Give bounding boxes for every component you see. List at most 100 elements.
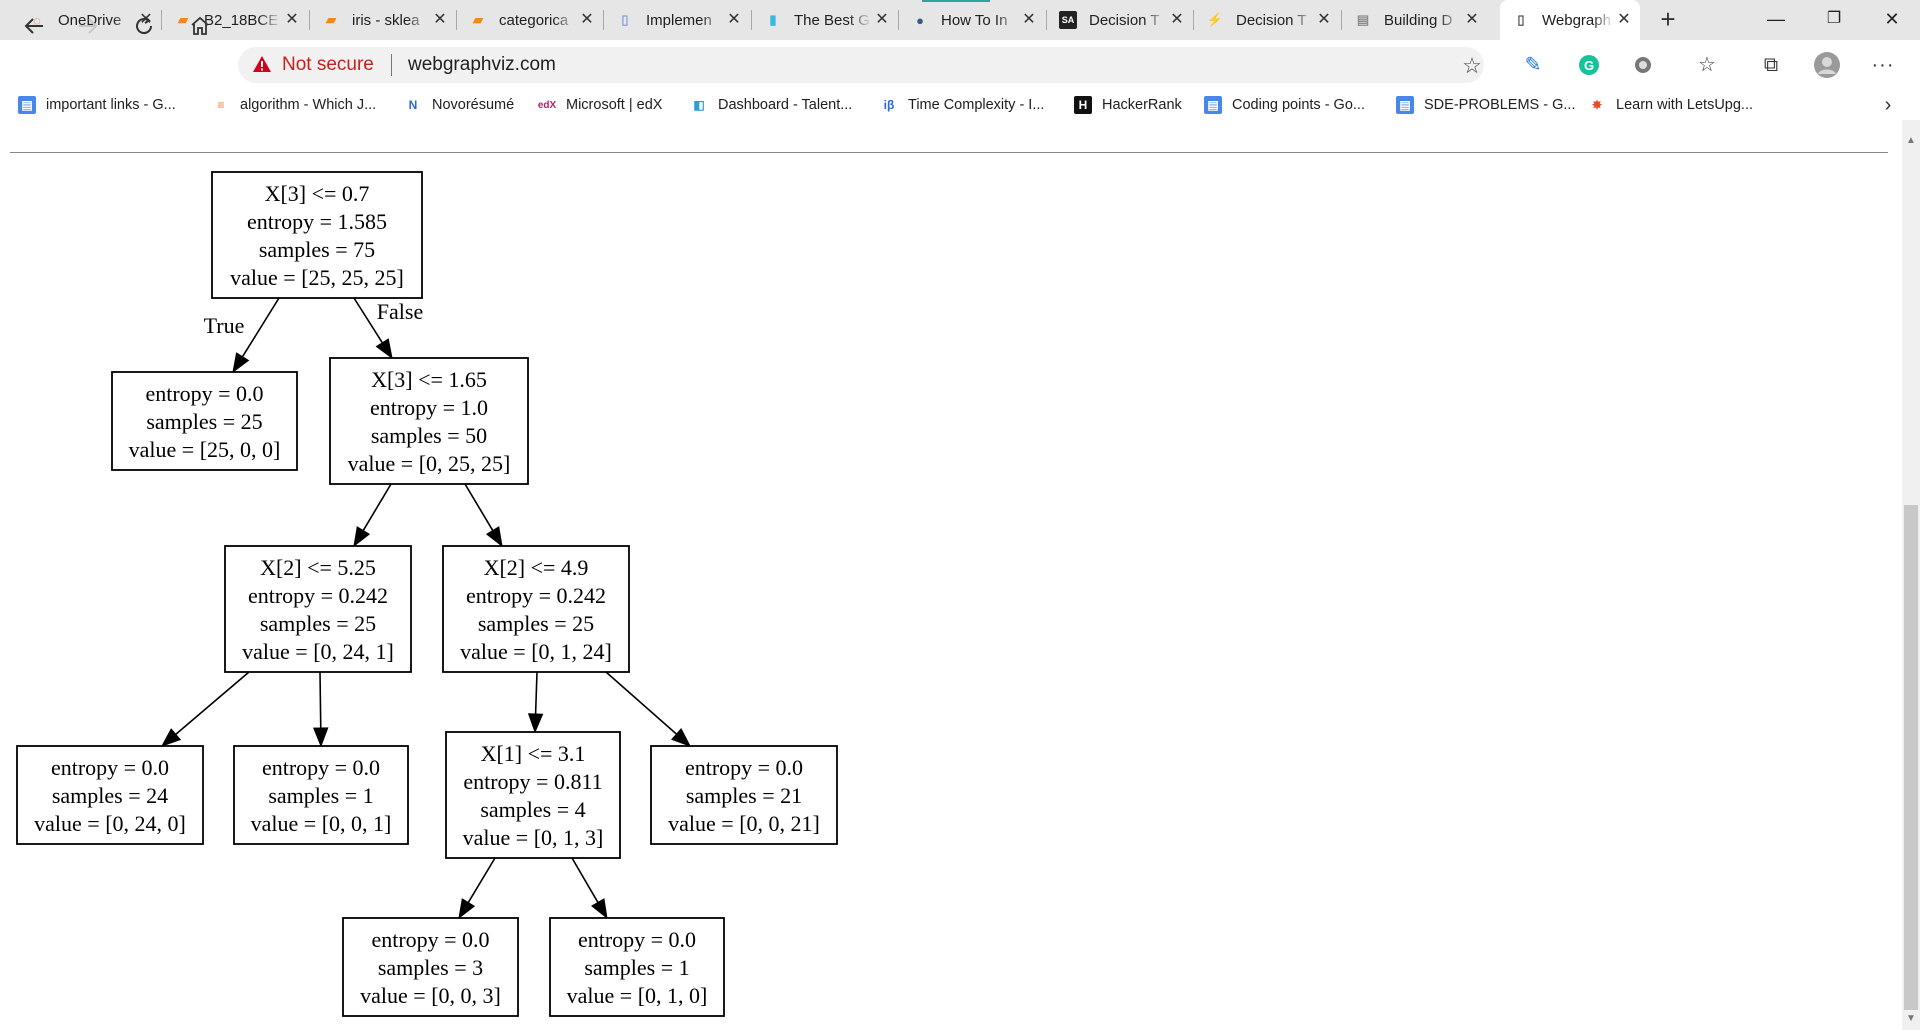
rocket-icon: ✸: [1591, 98, 1603, 112]
home-icon: [191, 16, 209, 35]
arrowhead-icon: [485, 526, 503, 548]
minimize-button[interactable]: —: [1767, 9, 1785, 29]
forward-button[interactable]: [68, 6, 108, 46]
node-text-line: samples = 50: [371, 423, 487, 448]
tab-close-icon[interactable]: ✕: [285, 11, 299, 28]
edge-line: [534, 671, 538, 715]
page-icon: ▯: [621, 12, 629, 27]
browser-tab[interactable]: ▰iris - sklea✕: [310, 0, 456, 40]
node-text-line: X[2] <= 4.9: [484, 555, 589, 580]
browser-tab[interactable]: ▮The Best G✕: [752, 0, 898, 40]
tab-separator: [1046, 10, 1047, 30]
tab-title: Decision T: [1236, 11, 1307, 29]
tab-close-icon[interactable]: ✕: [1170, 11, 1184, 28]
edge-line: [605, 671, 678, 735]
node-text-line: entropy = 0.0: [262, 755, 380, 780]
browser-tab[interactable]: ▤Building D✕: [1342, 0, 1488, 40]
back-button[interactable]: [14, 6, 54, 46]
favorites-list-icon[interactable]: ☆: [1698, 54, 1716, 76]
extension-circle-icon[interactable]: [1628, 50, 1658, 80]
page-divider: [10, 152, 1888, 153]
scroll-down-arrow-icon[interactable]: ▼: [1906, 1013, 1916, 1024]
refresh-button[interactable]: [124, 6, 164, 46]
browser-tab[interactable]: ▰categorica✕: [457, 0, 603, 40]
tab-close-icon[interactable]: ✕: [433, 11, 447, 28]
tab-close-icon[interactable]: ✕: [727, 11, 741, 28]
grammarly-icon[interactable]: G: [1574, 50, 1604, 80]
address-bar[interactable]: [238, 47, 1484, 83]
node-text-line: value = [0, 0, 1]: [251, 811, 392, 836]
node-text-line: entropy = 0.0: [578, 927, 696, 952]
new-tab-button[interactable]: +: [1660, 4, 1676, 34]
tab-separator: [456, 10, 457, 30]
node-text-line: entropy = 0.242: [248, 583, 388, 608]
scroll-up-arrow-icon[interactable]: ▲: [1906, 135, 1916, 146]
pen-icon[interactable]: ✎: [1524, 54, 1542, 76]
collections-icon[interactable]: ⧉: [1763, 54, 1779, 76]
node-text-line: samples = 3: [378, 955, 483, 980]
tab-separator: [898, 10, 899, 30]
node-box: [329, 357, 529, 485]
tree-edge: False: [353, 297, 423, 360]
arrowhead-icon: [458, 898, 476, 920]
bookmark-item[interactable]: ▤Coding points - Go...: [1204, 92, 1365, 118]
favorite-star-icon[interactable]: ☆: [1462, 53, 1482, 78]
url-text[interactable]: webgraphviz.com: [408, 54, 556, 75]
node-text-line: value = [25, 25, 25]: [230, 265, 404, 290]
tab-separator: [161, 10, 162, 30]
bookmarks-overflow-chevron-icon[interactable]: ›: [1884, 94, 1892, 116]
more-options-icon[interactable]: ···: [1871, 54, 1895, 76]
address-separator: [391, 54, 392, 76]
security-status[interactable]: Not secure: [282, 54, 374, 75]
node-text-line: entropy = 0.0: [371, 927, 489, 952]
tree-edge: [464, 483, 503, 548]
node-box: [111, 371, 298, 471]
browser-tab[interactable]: ▯Webgraph✕: [1500, 0, 1640, 40]
restore-button[interactable]: ❐: [1826, 10, 1842, 27]
profile-avatar-icon[interactable]: [1812, 50, 1842, 80]
bookmark-item[interactable]: ◧Dashboard - Talent...: [690, 92, 852, 118]
bookmark-item[interactable]: ▤important links - G...: [18, 92, 176, 118]
avatar-icon: ●: [916, 12, 924, 28]
tree-edge: [527, 671, 544, 734]
bookmark-item[interactable]: ✸Learn with LetsUpg...: [1588, 92, 1753, 118]
node-text-line: samples = 1: [584, 955, 689, 980]
browser-tab[interactable]: ▰B2_18BCE✕: [162, 0, 308, 40]
node-text-line: samples = 25: [260, 611, 376, 636]
close-window-button[interactable]: ✕: [1884, 9, 1900, 29]
tab-close-icon[interactable]: ✕: [1317, 11, 1331, 28]
node-text-line: entropy = 0.242: [466, 583, 606, 608]
bars-icon: ▮: [769, 12, 777, 27]
hackerrank-icon: H: [1074, 96, 1092, 114]
tab-close-icon[interactable]: ✕: [1465, 11, 1479, 28]
tab-close-icon[interactable]: ✕: [1617, 11, 1631, 28]
edge-line: [241, 297, 280, 358]
browser-tab[interactable]: ●How To In✕: [899, 0, 1045, 40]
node-box: [549, 917, 725, 1017]
bookmark-item[interactable]: ▤SDE-PROBLEMS - G...: [1396, 92, 1575, 118]
browser-tab[interactable]: ▯Implemen✕: [604, 0, 750, 40]
bookmark-item[interactable]: ≡algorithm - Which J...: [212, 92, 376, 118]
tab-close-icon[interactable]: ✕: [1022, 11, 1036, 28]
tab-loading-indicator: [922, 0, 990, 2]
browser-tab[interactable]: ⚡ Decision T ✕: [1194, 0, 1340, 40]
scrollbar-thumb[interactable]: [1904, 505, 1918, 1010]
node-text-line: samples = 75: [259, 237, 375, 262]
stack-icon: ≡: [217, 98, 225, 112]
flame-icon: ⚡: [1206, 12, 1224, 27]
tab-close-icon[interactable]: ✕: [580, 11, 594, 28]
notebook-icon: ▰: [473, 12, 483, 27]
tab-close-icon[interactable]: ✕: [875, 11, 889, 28]
home-button[interactable]: [180, 6, 220, 46]
warning-icon[interactable]: [252, 54, 272, 74]
tab-separator: [1193, 10, 1194, 30]
tab-title: Webgraph: [1542, 11, 1611, 29]
